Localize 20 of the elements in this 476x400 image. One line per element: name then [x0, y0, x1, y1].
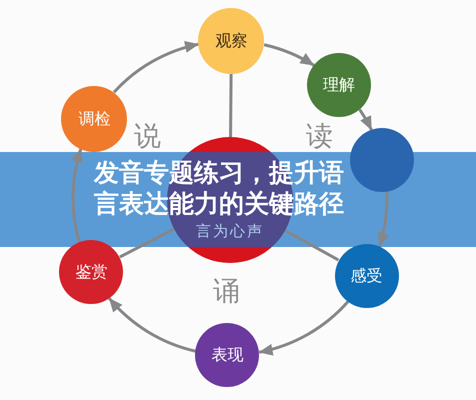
- title-text: 发音专题练习，提升语言表达能力的关键路径: [93, 157, 345, 219]
- arrow: [72, 148, 84, 242]
- sector-label: 读: [306, 123, 333, 151]
- step-circle: 理解: [307, 53, 372, 118]
- arrow: [377, 192, 389, 247]
- arrow: [264, 43, 315, 67]
- arrow: [358, 108, 373, 131]
- step-circle: 观察: [198, 8, 264, 74]
- step-circle: 表现: [195, 322, 260, 387]
- connector-line: [119, 228, 175, 258]
- sector-label: 诵: [213, 278, 240, 306]
- connector-line: [284, 229, 340, 262]
- arrow: [112, 42, 199, 94]
- connector-line: [229, 74, 233, 138]
- step-circle: 调检: [61, 86, 128, 152]
- arrow: [258, 300, 350, 355]
- step-circle: 感受: [334, 244, 398, 308]
- sector-label: 说: [134, 123, 161, 151]
- step-circle: 鉴赏: [59, 240, 124, 304]
- arrow: [108, 297, 196, 353]
